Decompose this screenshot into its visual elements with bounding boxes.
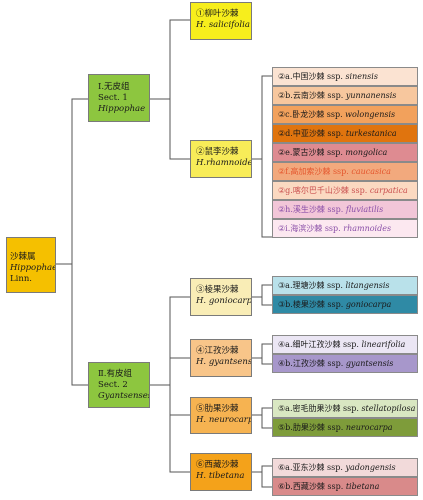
species-name-cn: ②鼠李沙棘: [196, 147, 239, 157]
species-box-gyantsensis: ④江孜沙棘 H. gyantsensis: [190, 339, 252, 377]
species-name-latin: H. gyantsensis: [196, 357, 252, 367]
species-name-cn: ⑥西藏沙棘: [196, 460, 239, 470]
subspecies-box-caucasica: ②f.高加索沙棘 ssp. caucasica: [272, 162, 418, 181]
subspecies-box-tibetana: ⑥b.西藏沙棘 ssp. tibetana: [272, 477, 418, 496]
subspecies-box-yadongensis: ⑥a.亚东沙棘 ssp. yadongensis: [272, 458, 418, 477]
species-name-cn: ①柳叶沙棘: [196, 9, 239, 19]
subspecies-name-cn: ②g.喀尔巴千山沙棘: [278, 186, 349, 195]
connector-s2-sub-top: [252, 75, 272, 160]
genus-name-latin: Hippophae: [10, 263, 56, 273]
group-box-gyantsenses: Ⅱ.有皮组 Sect. 2 Gyantsenses: [88, 362, 150, 408]
genus-name-cn: 沙棘属: [10, 252, 36, 262]
subspecies-box-sinensis: ②a.中国沙棘 ssp. sinensis: [272, 67, 418, 86]
connector-genus-group2: [71, 264, 88, 386]
subspecies-box-turkestanica: ②d.中亚沙棘 ssp. turkestanica: [272, 124, 418, 143]
connector-s5-sub-a: [252, 407, 272, 416]
subspecies-name-cn: ⑤b.肋果沙棘: [278, 423, 325, 432]
subspecies-box-fluviatilis: ②h.溪生沙棘 ssp. fluviatilis: [272, 200, 418, 219]
subspecies-epithet: caucasica: [351, 167, 391, 176]
subspecies-box-mongolica: ②e.蒙古沙棘 ssp. mongolica: [272, 143, 418, 162]
subspecies-epithet: yadongensis: [345, 463, 396, 472]
species-name-cn: ④江孜沙棘: [196, 346, 239, 356]
species-name-latin: H. salicifolia: [196, 20, 250, 30]
subspecies-box-wolongensis: ②c.卧龙沙棘 ssp. wolongensis: [272, 105, 418, 124]
group-name-latin: Gyantsenses: [98, 391, 150, 401]
connector-group1-s2: [169, 99, 190, 160]
subspecies-epithet: carpatica: [369, 186, 408, 195]
subspecies-epithet: linearifolia: [361, 340, 406, 349]
species-name-cn: ⑤肋果沙棘: [196, 404, 239, 414]
group-name-cn: Ⅱ.有皮组: [98, 369, 132, 379]
subspecies-epithet: stellatopilosa: [361, 404, 416, 413]
group-box-hippophae: Ⅰ.无皮组 Sect. 1 Hippophae: [88, 74, 150, 122]
group-name-latin: Hippophae: [98, 104, 146, 114]
connector-s3-sub-b: [261, 297, 272, 306]
subspecies-epithet: goniocarpa: [345, 300, 392, 309]
subspecies-name-cn: ②d.中亚沙棘: [278, 129, 325, 138]
subspecies-epithet: litangensis: [345, 281, 390, 290]
species-box-neurocarpa: ⑤肋果沙棘 H. neurocarpa: [190, 397, 252, 434]
genus-box: 沙棘属 Hippophae Linn.: [6, 237, 56, 293]
species-box-tibetana: ⑥西藏沙棘 H. tibetana: [190, 453, 252, 491]
group-name-cn: Ⅰ.无皮组: [98, 82, 130, 92]
subspecies-epithet: yunnanensis: [345, 91, 397, 100]
subspecies-epithet: turkestanica: [345, 129, 397, 138]
connector-s2-sub-bottom: [261, 159, 272, 238]
subspecies-epithet: fluviatilis: [345, 205, 384, 214]
subspecies-name-cn: ②e.蒙古沙棘: [278, 148, 325, 157]
species-box-salicifolia: ①柳叶沙棘 H. salicifolia: [190, 2, 252, 40]
species-name-latin: H.rhamnoides: [196, 158, 252, 168]
connector-s6-sub-a: [252, 465, 272, 473]
connector-s4-sub-a: [252, 343, 272, 359]
group-section: Sect. 2: [98, 380, 128, 390]
connector-group1-s1: [150, 19, 190, 100]
group-section: Sect. 1: [98, 93, 128, 103]
subspecies-name-cn: ②b.云南沙棘: [278, 91, 325, 100]
subspecies-name-cn: ⑤a.密毛肋果沙棘: [278, 404, 341, 413]
subspecies-name-cn: ②a.中国沙棘: [278, 72, 325, 81]
species-name-latin: H. neurocarpa: [196, 415, 251, 425]
subspecies-name-cn: ④b.江孜沙棘: [278, 359, 325, 368]
subspecies-box-gyantsensis: ④b.江孜沙棘 ssp. gyantsensis: [272, 354, 418, 373]
subspecies-name-cn: ⑥b.西藏沙棘: [278, 482, 325, 491]
subspecies-box-linearifolia: ④a.细叶江孜沙棘 ssp. linearifolia: [272, 335, 418, 354]
species-name-cn: ③棱果沙棘: [196, 285, 239, 295]
subspecies-name-cn: ②i.海滨沙棘: [278, 224, 323, 233]
subspecies-name-cn: ③b.棱果沙棘: [278, 300, 325, 309]
subspecies-box-goniocarpa: ③b.棱果沙棘 ssp. goniocarpa: [272, 295, 418, 314]
species-name-latin: H. tibetana: [196, 471, 245, 481]
connector-s6-sub-b: [261, 472, 272, 488]
subspecies-name-cn: ④a.细叶江孜沙棘: [278, 340, 341, 349]
connector-genus-group1: [56, 98, 88, 265]
subspecies-epithet: rhamnoides: [343, 224, 392, 233]
subspecies-epithet: tibetana: [345, 482, 380, 491]
subspecies-epithet: sinensis: [345, 72, 378, 81]
subspecies-box-stellatopilosa: ⑤a.密毛肋果沙棘 ssp. stellatopilosa: [272, 399, 418, 418]
subspecies-box-litangensis: ③a.理塘沙棘 ssp. litangensis: [272, 276, 418, 295]
subspecies-name-cn: ②c.卧龙沙棘: [278, 110, 325, 119]
species-box-goniocarpa: ③棱果沙棘 H. goniocarpa: [190, 278, 252, 316]
connector-s5-sub-b: [261, 415, 272, 429]
subspecies-name-cn: ⑥a.亚东沙棘: [278, 463, 325, 472]
subspecies-epithet: wolongensis: [345, 110, 396, 119]
subspecies-box-rhamnoides: ②i.海滨沙棘 ssp. rhamnoides: [272, 219, 418, 238]
connector-s4-sub-b: [261, 358, 272, 365]
subspecies-box-yunnanensis: ②b.云南沙棘 ssp. yunnanensis: [272, 86, 418, 105]
species-box-rhamnoides: ②鼠李沙棘 H.rhamnoides: [190, 140, 252, 178]
subspecies-epithet: gyantsensis: [345, 359, 394, 368]
subspecies-box-carpatica: ②g.喀尔巴千山沙棘 ssp. carpatica: [272, 181, 418, 200]
species-name-latin: H. goniocarpa: [196, 296, 252, 306]
subspecies-name-cn: ③a.理塘沙棘: [278, 281, 325, 290]
connector-s3-sub-a: [252, 284, 272, 298]
subspecies-name-cn: ②f.高加索沙棘: [278, 167, 331, 176]
subspecies-box-neurocarpa: ⑤b.肋果沙棘 ssp. neurocarpa: [272, 418, 418, 437]
connector-group2-s6: [169, 297, 190, 473]
subspecies-epithet: mongolica: [345, 148, 388, 157]
subspecies-epithet: neurocarpa: [345, 423, 393, 432]
subspecies-name-cn: ②h.溪生沙棘: [278, 205, 325, 214]
genus-author: Linn.: [10, 274, 33, 284]
